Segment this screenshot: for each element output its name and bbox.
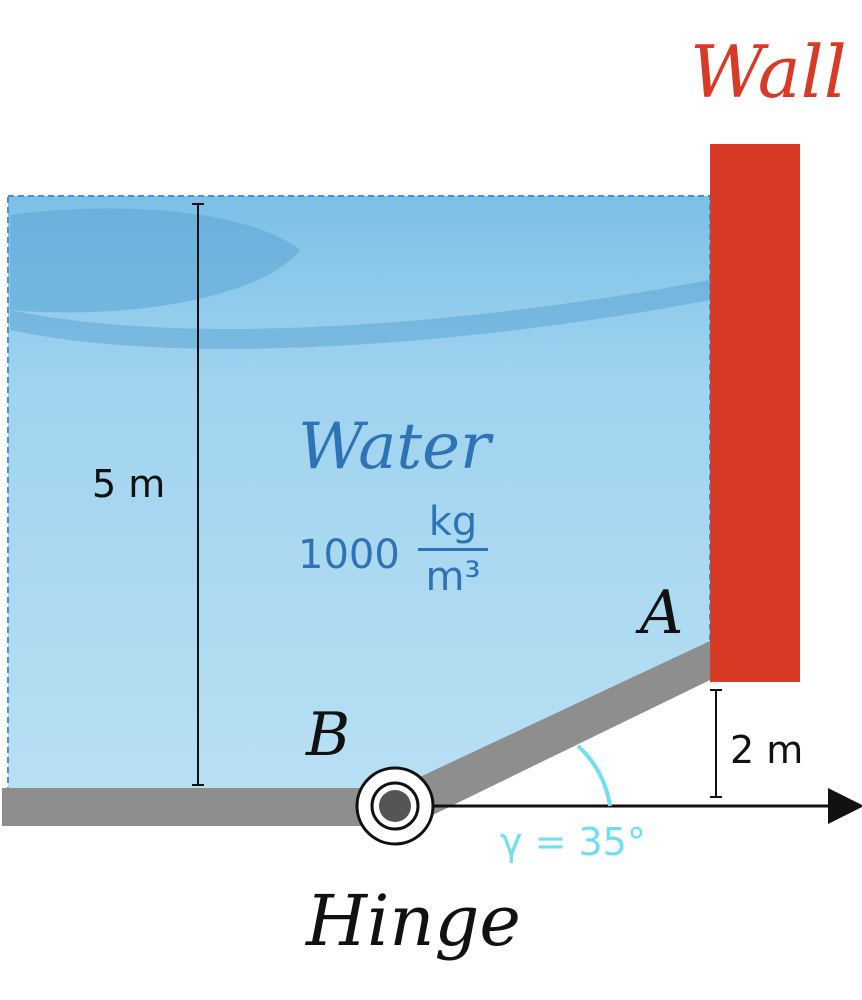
floor xyxy=(2,788,402,826)
angle-arc xyxy=(576,744,612,807)
hinge-height-label: 2 m xyxy=(730,728,804,772)
density-value: 1000 xyxy=(298,532,400,578)
wall xyxy=(710,144,800,682)
water-depth-label: 5 m xyxy=(92,462,166,506)
depth-dimension xyxy=(192,203,204,786)
angle-label: γ = 35° xyxy=(500,820,646,864)
density-unit-numerator: kg xyxy=(428,499,478,545)
fraction-bar xyxy=(418,548,488,551)
water-wave-band xyxy=(10,280,710,349)
hinge-label: Hinge xyxy=(306,880,521,962)
wall-label: Wall xyxy=(690,30,847,114)
water-label: Water xyxy=(298,410,491,484)
height-dimension xyxy=(710,689,722,798)
hinge-icon xyxy=(355,766,435,846)
water-wave xyxy=(10,208,300,313)
point-a-label: A xyxy=(640,578,684,648)
point-b-label: B xyxy=(306,700,351,770)
density-unit-denominator: m³ xyxy=(425,554,481,600)
density-unit: kg m³ xyxy=(418,498,488,601)
inclined-gate xyxy=(392,641,710,826)
